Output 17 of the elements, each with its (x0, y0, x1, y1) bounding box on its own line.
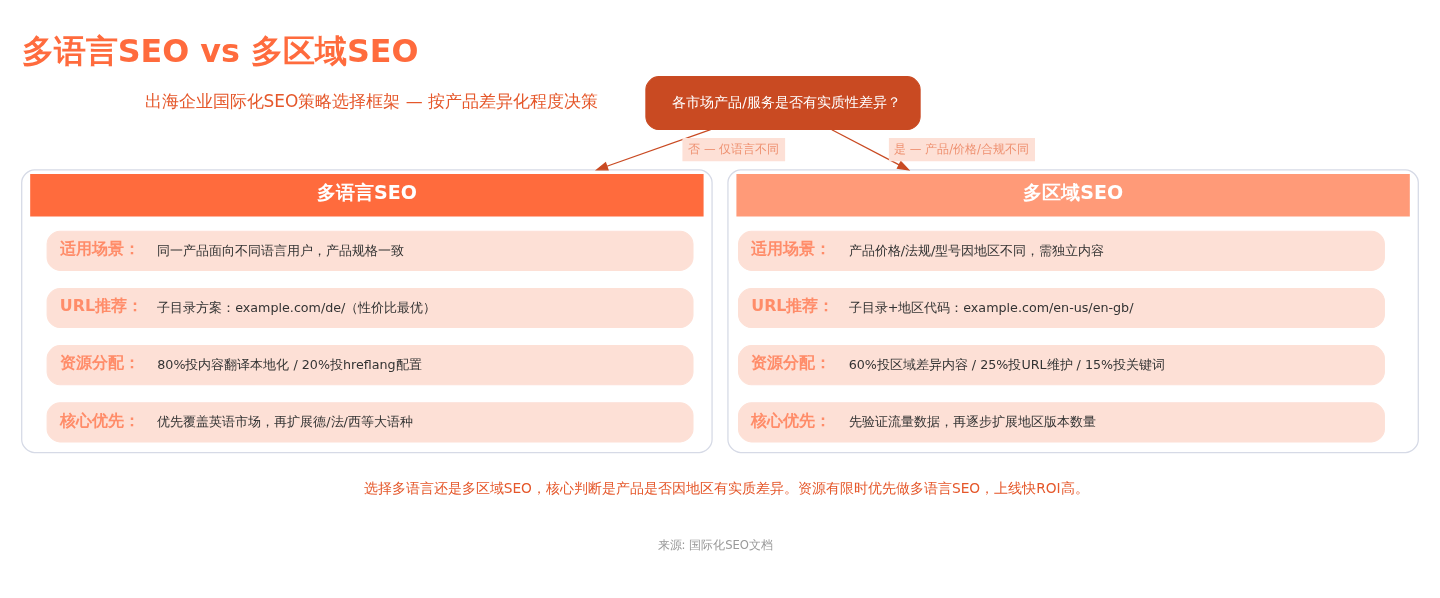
node-box: 核心优先： 先验证流量数据，再逐步扩展地区版本数量 (738, 402, 1385, 443)
node-box: URL推荐： 子目录+地区代码：example.com/en-us/en-gb/ (738, 287, 1385, 329)
label: 出海企业国际化SEO策略选择框架 — 按产品差异化程度决策 (144, 91, 599, 112)
label: 来源: 国际化SEO文档 (657, 537, 774, 552)
arrow (831, 129, 911, 171)
diagram-title: 多语言SEO vs 多区域SEO (21, 32, 419, 69)
node-box: 适用场景： 产品价格/法规/型号因地区不同，需独立内容 (738, 230, 1385, 271)
node-box: 核心优先： 优先覆盖英语市场，再扩展德/法/西等大语种 (46, 402, 694, 443)
arrow (595, 129, 712, 171)
node-box: 各市场产品/服务是否有实质性差异？ (645, 76, 921, 131)
node-box: 资源分配： 80%投内容翻译本地化 / 20%投hreflang配置 (46, 345, 694, 386)
node-box: 适用场景： 同一产品面向不同语言用户，产品规格一致 (46, 230, 694, 271)
edge-label: 否 — 仅语言不同 (688, 141, 780, 156)
node-box: 资源分配： 60%投区域差异内容 / 25%投URL维护 / 15%投关键词 (738, 345, 1385, 386)
label: 选择多语言还是多区域SEO，核心判断是产品是否因地区有实质差异。资源有限时优先做多语言SEO，上线快ROI高。 (363, 480, 1089, 497)
node-box: URL推荐： 子目录方案：example.com/de/（性价比最优） (46, 287, 694, 329)
edge-label: 是 — 产品/价格/合规不同 (894, 141, 1030, 156)
